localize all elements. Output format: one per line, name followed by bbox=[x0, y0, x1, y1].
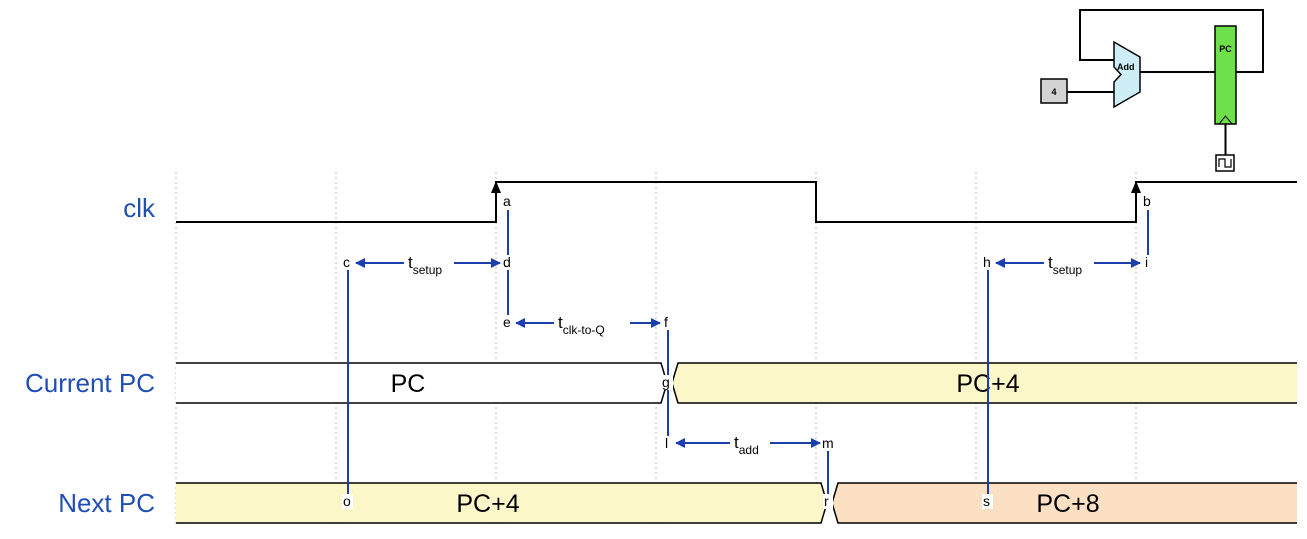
pc-register bbox=[1214, 25, 1237, 125]
add-label: tadd bbox=[734, 433, 759, 457]
point-r: r bbox=[824, 493, 829, 509]
pc-register-label: PC bbox=[1219, 44, 1232, 54]
current-pc-label: Current PC bbox=[25, 368, 155, 398]
next-pc-before-value: PC+4 bbox=[456, 490, 519, 518]
pc-circuit: Add 4 PC bbox=[1040, 9, 1264, 172]
next-pc-after-segment bbox=[832, 483, 1297, 523]
setup-label-bg-2 bbox=[1044, 252, 1094, 278]
timing-arrows bbox=[355, 258, 1141, 448]
current-pc-before-value: PC bbox=[391, 370, 426, 398]
point-f: f bbox=[664, 314, 668, 330]
clk-waveform bbox=[176, 181, 1297, 223]
point-m: m bbox=[822, 435, 834, 451]
point-a: a bbox=[503, 193, 511, 209]
setup-label-1: tsetup bbox=[408, 253, 442, 277]
point-g: g bbox=[662, 374, 670, 390]
current-pc-after-segment bbox=[672, 363, 1297, 403]
clock-source-icon bbox=[1218, 158, 1232, 168]
next-pc-before-segment bbox=[176, 483, 827, 523]
setup-label-bg-1 bbox=[404, 252, 454, 278]
point-s: s bbox=[983, 493, 990, 509]
point-d: d bbox=[503, 254, 511, 270]
next-pc-after-value: PC+8 bbox=[1036, 490, 1099, 518]
point-o: o bbox=[343, 493, 351, 509]
adder-label: Add bbox=[1117, 62, 1135, 72]
next-pc-label: Next PC bbox=[58, 488, 155, 518]
add-label-bg bbox=[730, 432, 770, 458]
clk-to-q-label: tclk-to-Q bbox=[558, 313, 605, 337]
point-i: i bbox=[1145, 254, 1148, 270]
point-l: l bbox=[665, 435, 668, 451]
clk-label: clk bbox=[123, 193, 156, 223]
grid-lines bbox=[175, 172, 1137, 525]
point-labels: a b c d e f g h i l m o r s bbox=[342, 193, 1153, 509]
feedback-wire bbox=[1079, 9, 1264, 73]
point-c: c bbox=[343, 254, 350, 270]
clk-to-q-label-bg bbox=[554, 312, 630, 338]
const-box bbox=[1040, 78, 1068, 104]
setup-label-2: tsetup bbox=[1048, 253, 1082, 277]
current-pc-bus: PC PC+4 bbox=[176, 362, 1297, 404]
const-value: 4 bbox=[1051, 87, 1056, 97]
point-e: e bbox=[503, 314, 511, 330]
clock-input-triangle bbox=[1218, 115, 1233, 125]
point-b: b bbox=[1143, 193, 1151, 209]
adder-shape bbox=[1113, 40, 1141, 109]
point-h: h bbox=[983, 254, 991, 270]
